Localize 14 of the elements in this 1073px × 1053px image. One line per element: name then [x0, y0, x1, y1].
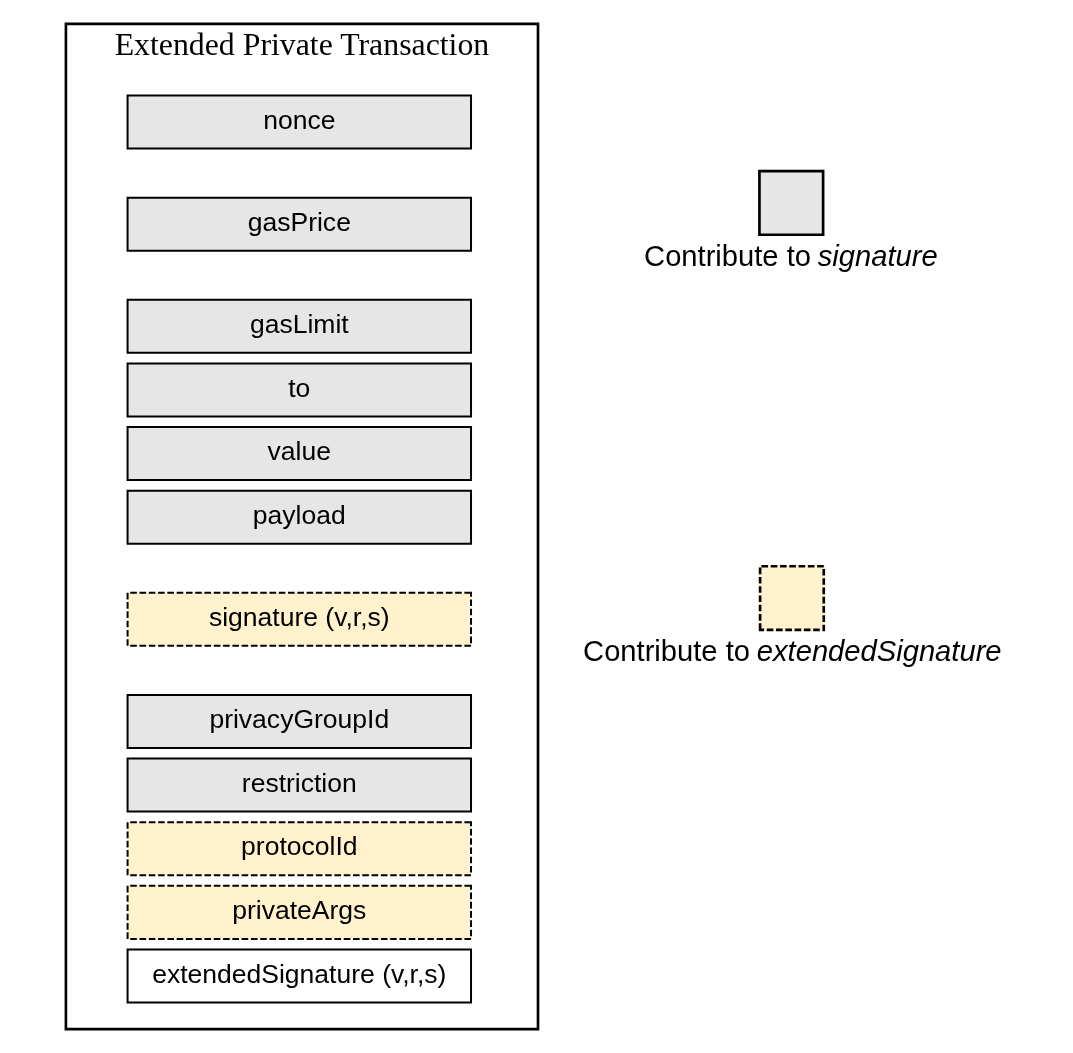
node-box: signature (v,r,s) — [126, 591, 472, 647]
node-box: nonce — [126, 94, 472, 150]
node-box: privateArgs — [126, 884, 472, 940]
node-box: value — [126, 426, 472, 482]
node-box: payload — [126, 489, 472, 545]
node-box: extendedSignature (v,r,s) — [126, 948, 472, 1004]
node-box: protocolId — [126, 821, 472, 877]
node-box: gasPrice — [126, 196, 472, 252]
node-box: privacyGroupId — [126, 693, 472, 749]
legend-label: Contribute to extendedSignature — [582, 635, 1002, 668]
node-box: to — [126, 362, 472, 418]
legend-label: Contribute to signature — [643, 240, 938, 273]
node-box: restriction — [126, 757, 472, 813]
node-box: gasLimit — [126, 298, 472, 354]
